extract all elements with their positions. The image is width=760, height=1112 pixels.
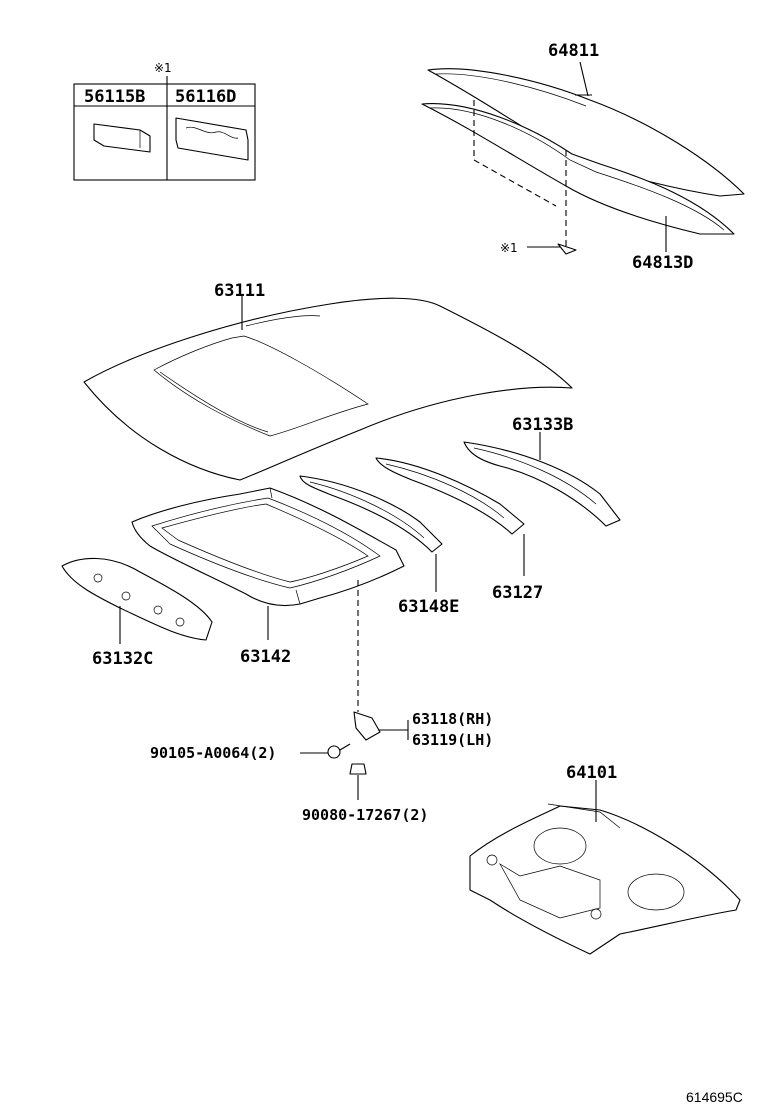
label-nut: 90080-17267(2) (302, 806, 428, 824)
legend-box: ※1 56115B 56116D (73, 61, 256, 181)
roof-rail-rear (463, 441, 621, 527)
label-bolt: 90105-A0064(2) (150, 744, 276, 762)
bracket-illustration (353, 711, 381, 741)
label-bracket-rh: 63118(RH) (412, 710, 493, 728)
nut-illustration (349, 763, 367, 775)
roof-bow-front (299, 475, 443, 553)
label-rear-window-note: ※1 (500, 241, 518, 255)
label-sunroof-reinforcement: 63142 (240, 647, 291, 667)
part-56115b-illustration (93, 123, 151, 153)
legend-part-56115b: 56115B (84, 87, 145, 107)
roof-panel (83, 297, 573, 481)
label-roof-panel: 63111 (214, 281, 265, 301)
diagram-code: 614695C (686, 1089, 743, 1105)
bolt-illustration (327, 743, 351, 759)
label-rear-window-molding: 64813D (632, 253, 693, 273)
part-56116d-illustration (175, 117, 249, 161)
rear-window-glass (421, 68, 745, 235)
label-package-tray-panel: 64101 (566, 763, 617, 783)
windshield-header (61, 557, 213, 641)
clip-illustration (557, 243, 577, 255)
label-rear-window-glass: 64811 (548, 41, 599, 61)
label-bracket-lh: 63119(LH) (412, 731, 493, 749)
roof-bow-center (375, 457, 525, 535)
label-windshield-header: 63132C (92, 649, 153, 669)
package-tray-panel (469, 803, 741, 955)
legend-part-56116d: 56116D (175, 87, 236, 107)
sunroof-reinforcement (131, 487, 405, 607)
label-roof-rail-rear: 63133B (512, 415, 573, 435)
label-roof-bow-front: 63148E (398, 597, 459, 617)
label-roof-bow-center: 63127 (492, 583, 543, 603)
legend-note-marker: ※1 (154, 61, 172, 75)
